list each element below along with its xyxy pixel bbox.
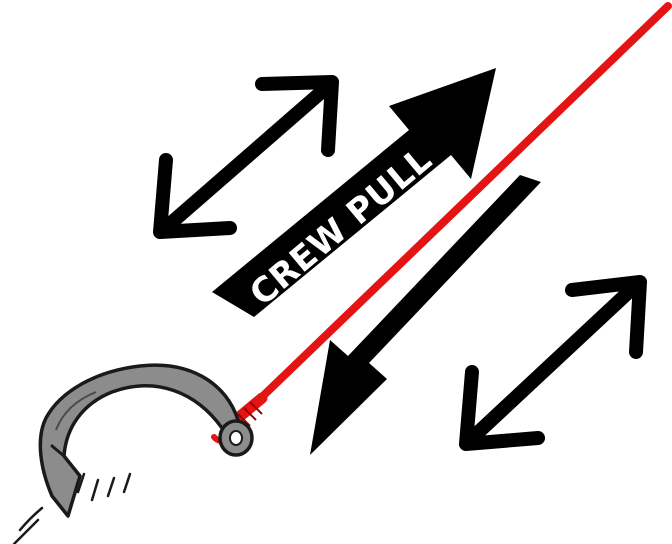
fishing-line: [214, 6, 668, 441]
fish-hook-icon: [40, 365, 252, 516]
crew-pull-label: CREW PULL: [242, 140, 439, 315]
double-headed-arrow-icon: [160, 82, 332, 232]
crew-pull-arrow: CREW PULL: [212, 68, 496, 317]
